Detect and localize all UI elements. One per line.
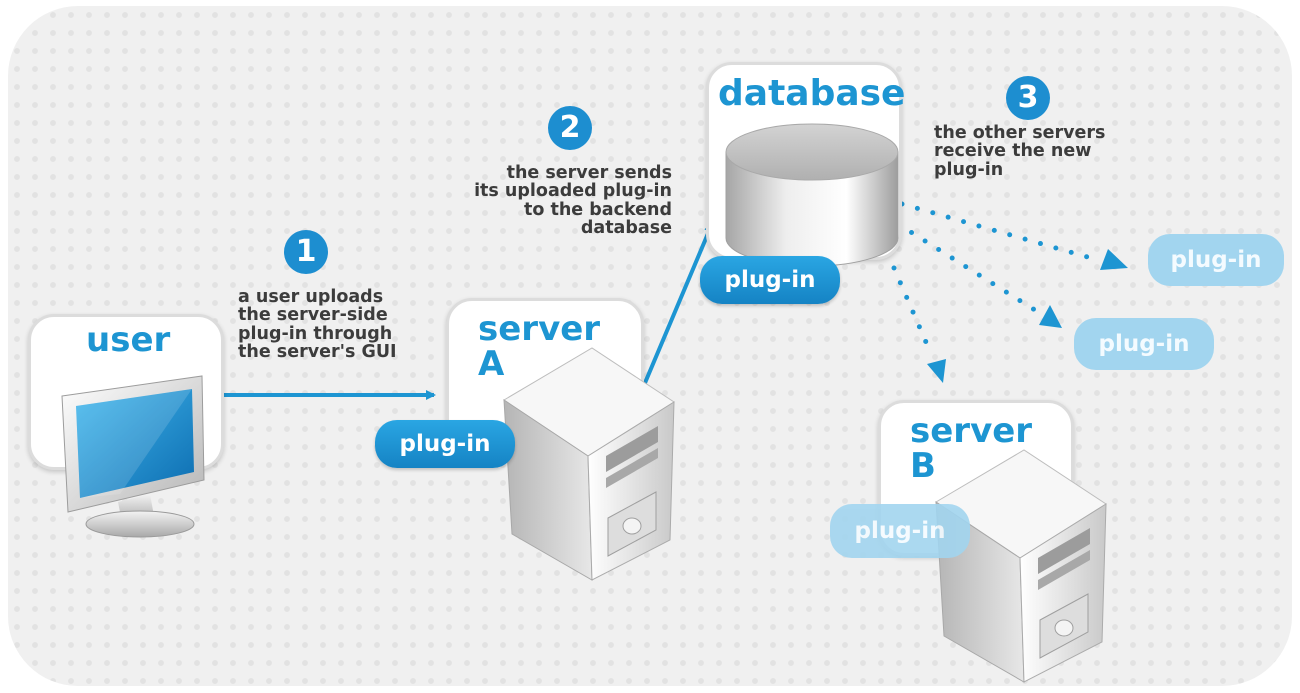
server-a-title-line1: server (478, 309, 601, 349)
server-a-title: server A (478, 312, 600, 381)
replica-plugin-badge: plug-in (1074, 318, 1214, 370)
step-3-badge: 3 (1006, 76, 1050, 120)
step-1-caption-line: the server's GUI (238, 342, 397, 363)
step-3-caption: the other servers receive the new plug-i… (934, 123, 1106, 180)
server-b-tower-icon (935, 449, 1107, 683)
database-cylinder-icon (725, 123, 899, 267)
step-2-badge: 2 (548, 106, 592, 150)
user-title: user (86, 320, 171, 360)
step-1-caption-line: plug-in through (238, 323, 393, 344)
server-a-tower-icon (503, 347, 675, 581)
step-2-caption-line: database (580, 218, 672, 239)
diagram-canvas: user server A (8, 6, 1292, 686)
server-b-title-line1: server (910, 411, 1033, 451)
monitor-icon (61, 375, 205, 538)
replica-plugin-badge: plug-in (1148, 234, 1284, 286)
step-2-caption-line: its uploaded plug-in (474, 181, 672, 202)
sync-to-database-arrow (640, 222, 714, 391)
step-1-badge: 1 (284, 230, 328, 274)
step-1-caption-line: the server-side (238, 305, 388, 326)
step-2-caption-line: the server sends (506, 163, 672, 183)
replicate-arrow-1 (899, 201, 1128, 270)
step-3-caption-line: plug-in (934, 159, 1004, 180)
step-3-caption-line: the other servers (934, 123, 1106, 143)
step-2-caption: the server sends its uploaded plug-in to… (440, 164, 672, 238)
step-1-caption: a user uploads the server-side plug-in t… (238, 288, 397, 362)
server-b-title-line2: B (910, 445, 936, 486)
replicate-arrow-2 (895, 221, 1062, 328)
server-b-plugin-badge: plug-in (830, 504, 970, 558)
database-title: database (718, 73, 906, 114)
database-plugin-badge: plug-in (700, 256, 840, 304)
replicate-arrow-3 (891, 265, 946, 383)
server-a-title-line2: A (478, 343, 505, 384)
connector-layer (220, 201, 1128, 400)
step-2-caption-line: to the backend (524, 199, 672, 220)
server-b-title: server B (910, 414, 1032, 483)
step-3-caption-line: receive the new (934, 141, 1092, 162)
server-a-plugin-badge: plug-in (375, 420, 515, 468)
step-1-caption-line: a user uploads (238, 287, 384, 307)
